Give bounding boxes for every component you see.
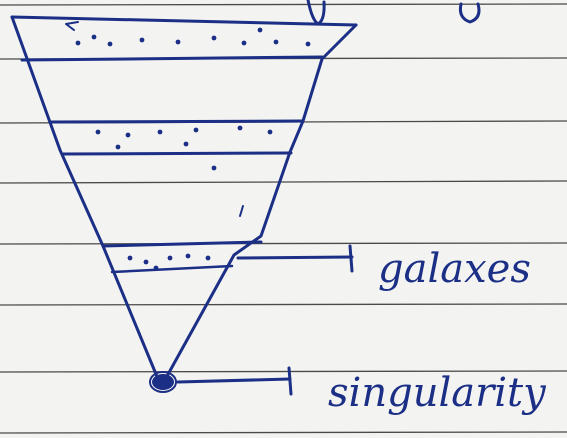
rule-line <box>0 370 567 373</box>
galaxy-dot <box>183 141 189 147</box>
label-galaxies: galaxes <box>378 246 531 292</box>
galaxy-dot <box>157 129 163 135</box>
galaxy-dot <box>139 37 145 43</box>
galaxy-dot <box>267 129 273 135</box>
galaxy-dot <box>125 132 131 138</box>
galaxy-dot <box>153 265 159 271</box>
galaxy-dot <box>175 39 181 45</box>
galaxy-dot <box>107 41 113 47</box>
rule-line <box>0 431 567 434</box>
pointer-line <box>176 377 292 384</box>
galaxy-dot <box>273 39 279 45</box>
handwriting-fragment <box>306 0 326 26</box>
singularity-point <box>149 371 177 393</box>
handwriting-fragment <box>458 2 481 24</box>
singularity-pointer <box>176 366 293 396</box>
pointer-line <box>236 255 354 260</box>
galaxy-dot <box>127 255 133 261</box>
galaxy-dot <box>75 40 81 46</box>
galaxy-dot <box>115 144 121 150</box>
galaxy-dot <box>257 27 263 33</box>
pointer-tick <box>287 366 293 396</box>
rule-lines <box>0 3 567 434</box>
cone-top-edge <box>10 15 358 27</box>
galaxy-dot <box>143 259 149 265</box>
galaxies-pointer <box>236 244 354 273</box>
cone-band-line <box>48 119 305 124</box>
cone-band-line <box>101 240 263 248</box>
galaxy-dots <box>75 27 311 271</box>
galaxy-dot <box>305 41 311 47</box>
cone-right-edge <box>164 23 358 380</box>
rule-line <box>0 242 567 245</box>
cone-band-line <box>60 151 293 156</box>
stray-mark <box>65 21 79 31</box>
rule-line <box>0 3 567 6</box>
singularity-ring <box>149 371 177 393</box>
galaxy-dot <box>237 125 243 131</box>
galaxy-dot <box>205 255 211 261</box>
galaxy-dot <box>211 35 217 41</box>
label-singularity: singularity <box>328 370 547 416</box>
galaxy-dot <box>95 129 101 135</box>
galaxy-dot <box>241 40 247 46</box>
cone-band-line <box>110 264 234 274</box>
singularity-dot <box>152 374 174 390</box>
galaxy-dot <box>185 253 191 259</box>
galaxy-dot <box>167 255 173 261</box>
rule-line <box>0 180 567 184</box>
universe-cone <box>10 15 358 381</box>
galaxy-dot <box>91 34 97 40</box>
galaxy-dot <box>211 165 217 171</box>
rule-line <box>0 303 567 306</box>
galaxy-dot <box>193 127 199 133</box>
pointer-tick <box>348 244 354 273</box>
cone-left-edge <box>10 15 160 381</box>
cone-band-line <box>20 55 324 62</box>
stray-mark <box>239 205 244 217</box>
